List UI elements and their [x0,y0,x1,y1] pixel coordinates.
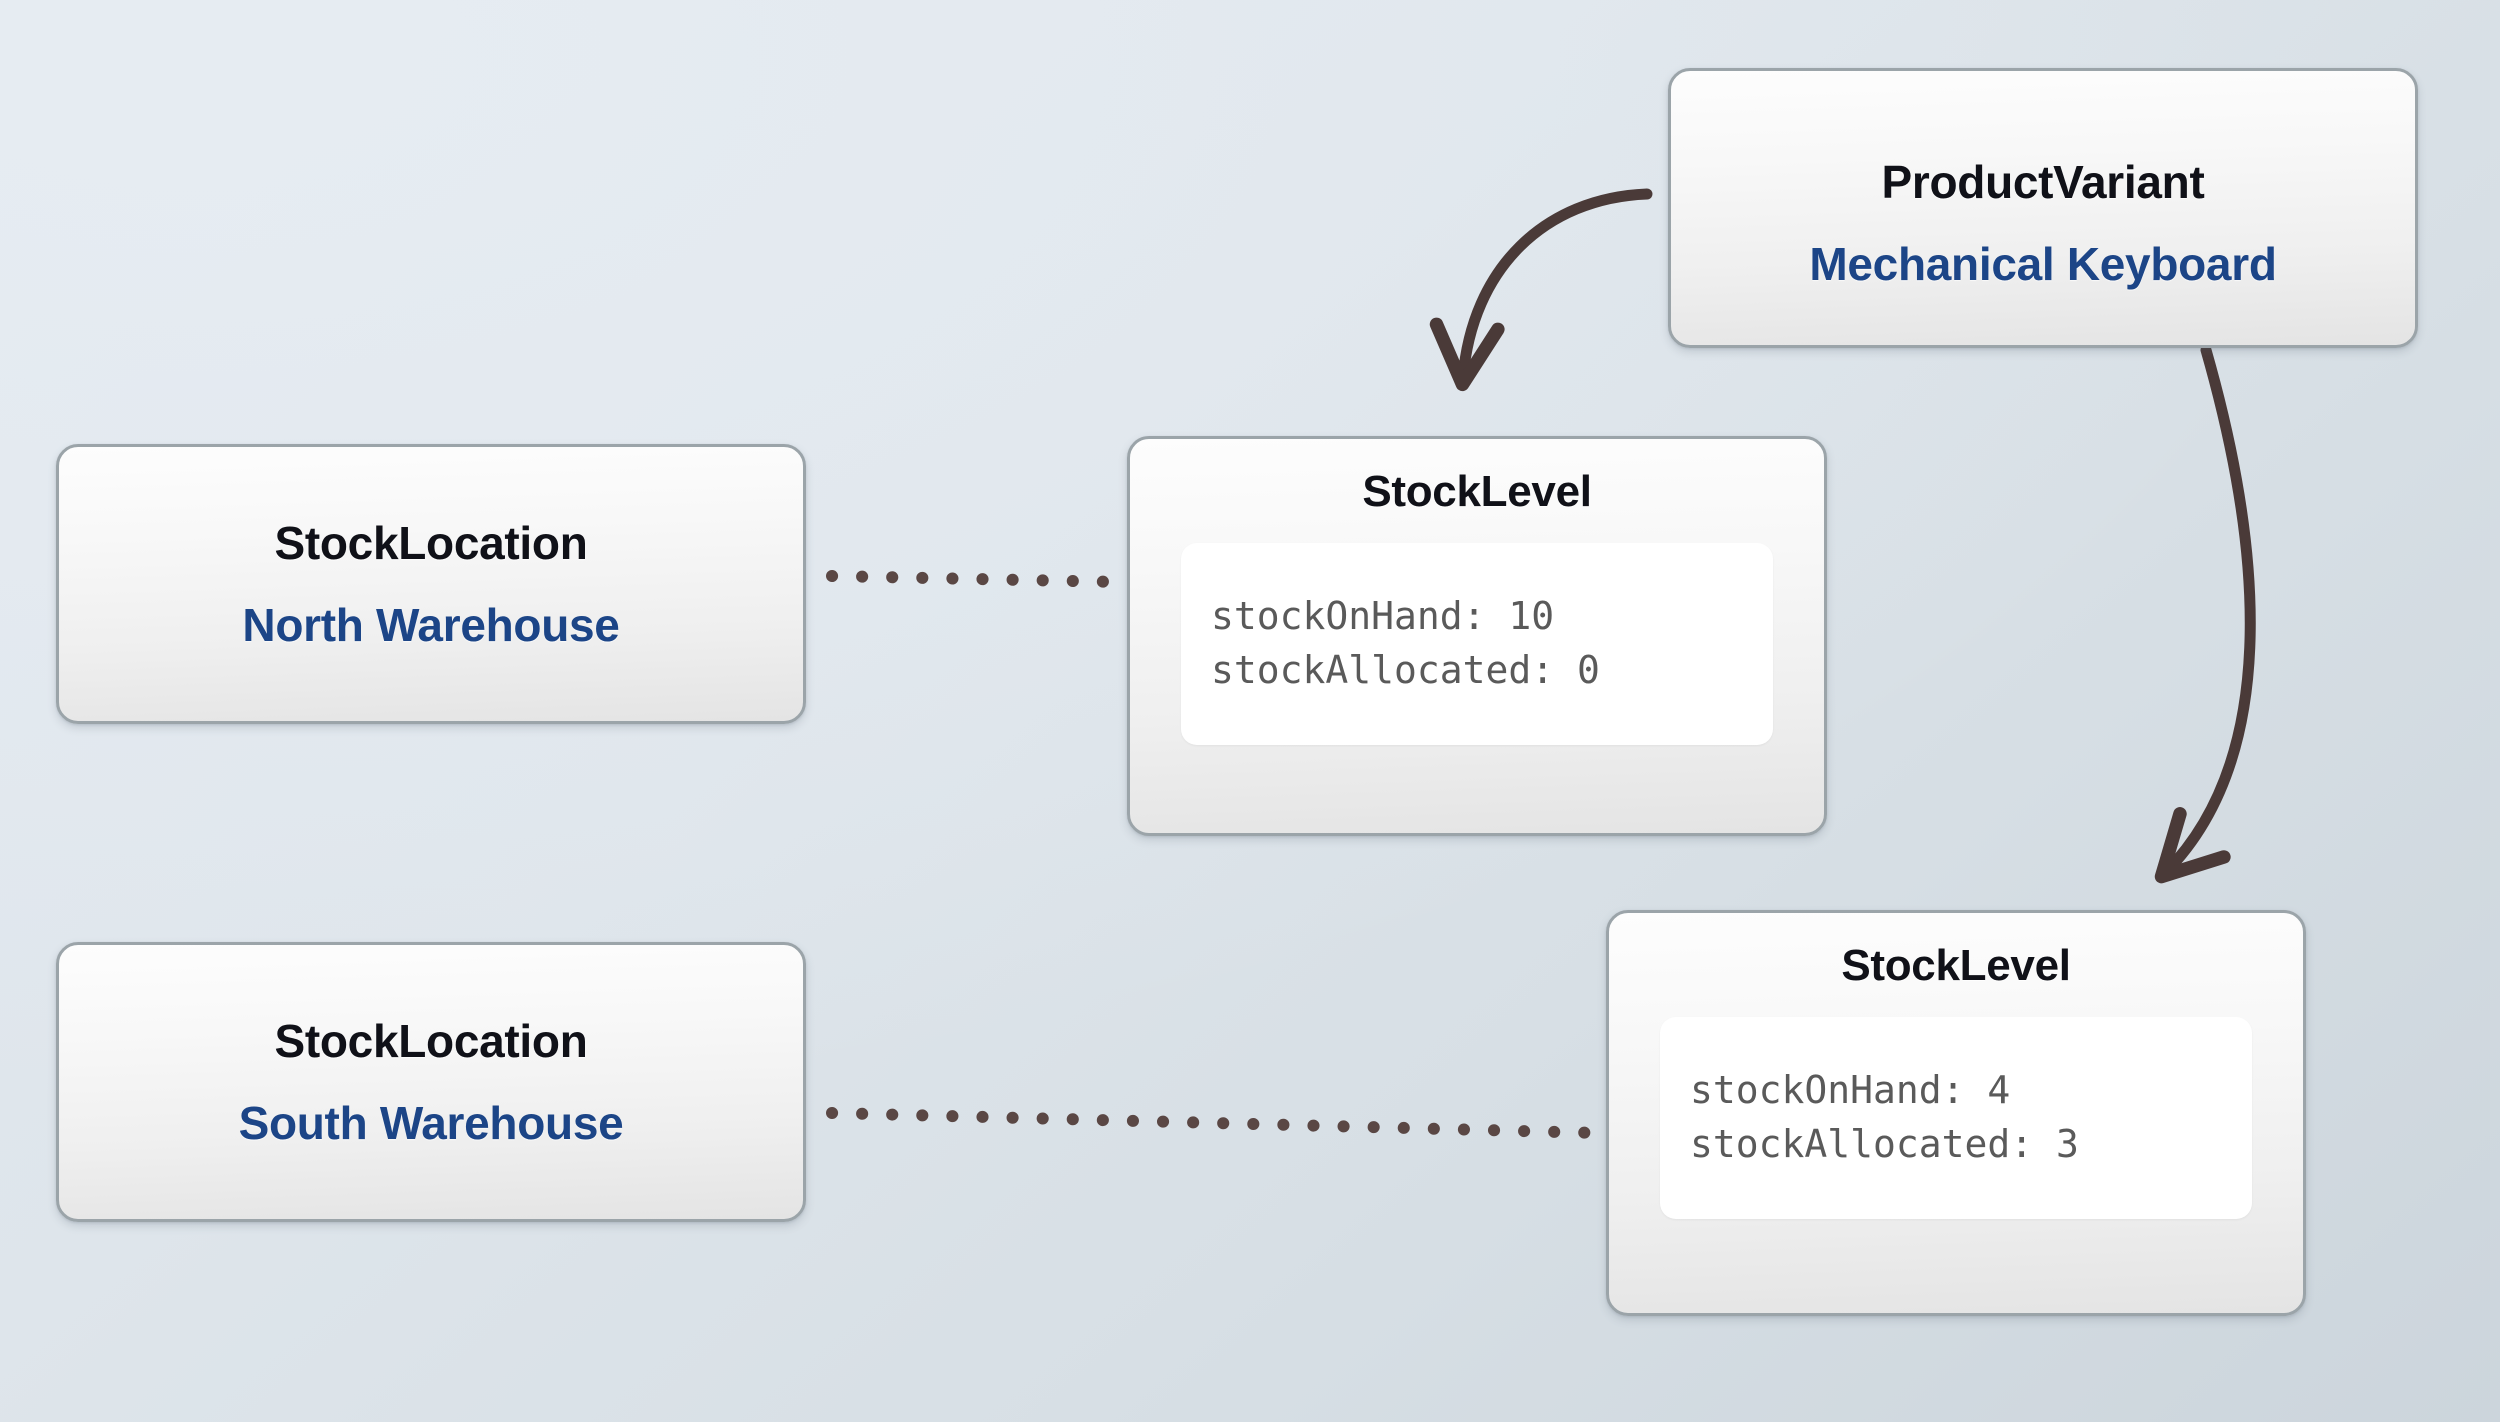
field-stock-on-hand: stockOnHand: 4 [1690,1068,2011,1113]
edge-variant-to-stocklevel-south [2154,344,2256,884]
node-stocklocation-south[interactable]: StockLocation South Warehouse [56,942,806,1222]
node-type-label: StockLocation [274,517,588,569]
stocklevel-fields-panel: stockOnHand: 4 stockAllocated: 3 [1660,1017,2252,1219]
node-type-label: ProductVariant [1881,156,2205,208]
field-stock-on-hand: stockOnHand: 10 [1211,594,1555,639]
node-type-label: StockLevel [1841,941,2071,990]
node-name-label: North Warehouse [242,599,620,651]
field-stock-allocated: stockAllocated: 3 [1690,1122,2079,1166]
node-name-label: South Warehouse [238,1097,624,1149]
edge-location-north-to-stocklevel-north [826,570,1126,588]
node-type-label: StockLevel [1362,467,1592,516]
node-product-variant[interactable]: ProductVariant Mechanical Keyboard [1668,68,2418,348]
edge-location-south-to-stocklevel-south [826,1107,1604,1139]
node-stocklocation-north[interactable]: StockLocation North Warehouse [56,444,806,724]
node-type-label: StockLocation [274,1015,588,1067]
field-stock-allocated: stockAllocated: 0 [1211,648,1600,692]
edge-variant-to-stocklevel-north [1429,188,1653,392]
node-name-label: Mechanical Keyboard [1809,238,2277,290]
node-stocklevel-north[interactable]: StockLevel stockOnHand: 10 stockAllocate… [1127,436,1827,836]
stocklevel-fields-panel: stockOnHand: 10 stockAllocated: 0 [1181,543,1773,745]
node-stocklevel-south[interactable]: StockLevel stockOnHand: 4 stockAllocated… [1606,910,2306,1316]
